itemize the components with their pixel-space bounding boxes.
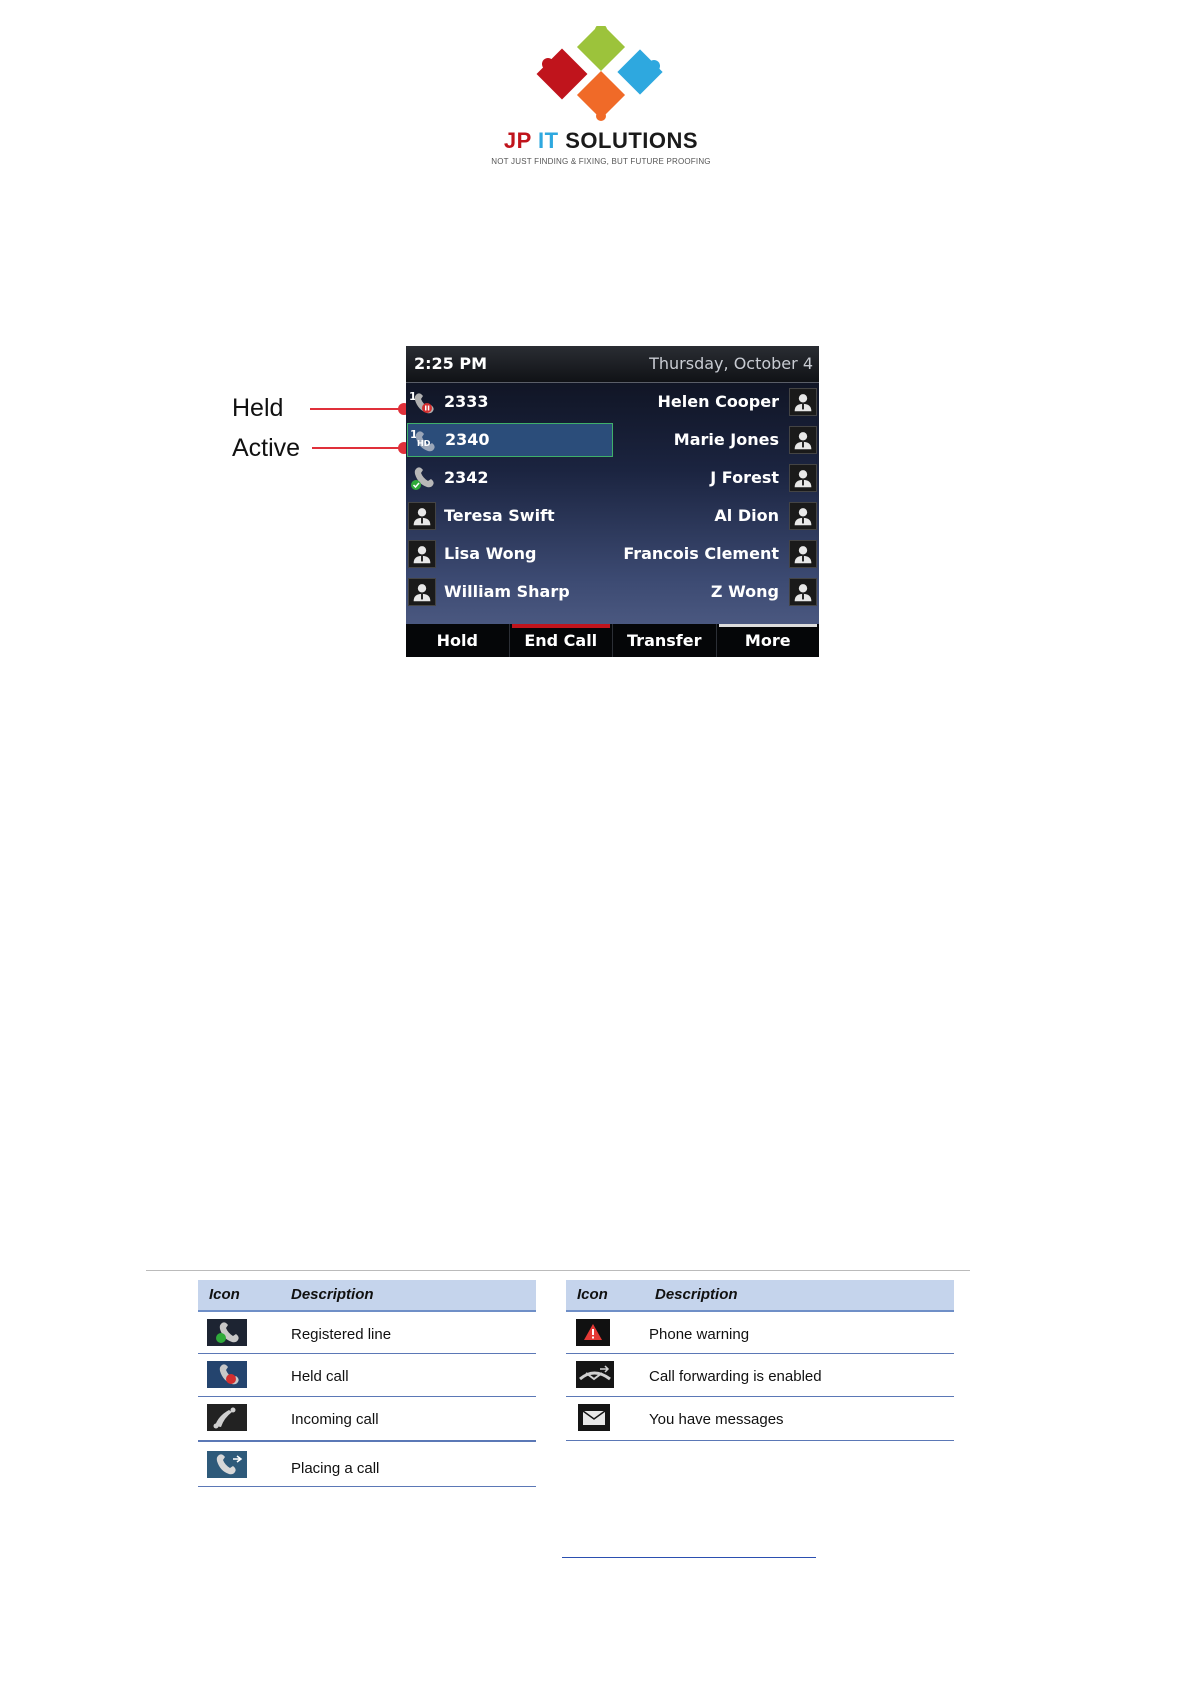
icon-table-right: Icon Description Phone warning Call forw… [566, 1280, 954, 1490]
callout-active-line [312, 447, 402, 449]
line-key-marie-jones[interactable]: Marie Jones [609, 425, 819, 455]
table-row: Held call [198, 1354, 536, 1397]
svg-text:1: 1 [409, 390, 417, 403]
held-call-icon [207, 1361, 247, 1388]
envelope-icon [578, 1404, 610, 1431]
line-key-2340[interactable]: 1 HD 2340 [407, 423, 613, 457]
contact-icon [408, 578, 436, 606]
callout-active-label: Active [232, 434, 301, 462]
line-key-helen-cooper[interactable]: Helen Cooper [609, 387, 819, 417]
incoming-call-icon [207, 1404, 247, 1431]
line-key-lisa-wong[interactable]: Lisa Wong [406, 539, 616, 569]
line-row: William Sharp Z Wong [406, 573, 819, 611]
logo-wordmark: JP IT SOLUTIONS [503, 128, 699, 153]
line-key-francois-clement[interactable]: Francois Clement [609, 539, 819, 569]
warning-icon [576, 1319, 610, 1346]
table-row: Registered line [198, 1312, 536, 1354]
callout-held-line [310, 408, 402, 410]
table-row: Incoming call [198, 1397, 536, 1442]
more-softkey[interactable]: More [717, 624, 820, 657]
table-header: Icon Description [198, 1280, 536, 1312]
contact-icon [789, 388, 817, 416]
line-key-william-sharp[interactable]: William Sharp [406, 577, 616, 607]
contact-icon [789, 578, 817, 606]
contact-icon [789, 540, 817, 568]
contact-icon [408, 502, 436, 530]
contact-icon [789, 502, 817, 530]
table-row: You have messages [566, 1397, 954, 1441]
placing-call-icon [207, 1451, 247, 1478]
line-row: Lisa Wong Francois Clement [406, 535, 819, 573]
clock-date: Thursday, October 4 [649, 354, 813, 373]
logo-tagline: NOT JUST FINDING & FIXING, BUT FUTURE PR… [491, 157, 711, 166]
call-forward-icon [576, 1361, 614, 1388]
line-key-z-wong[interactable]: Z Wong [609, 577, 819, 607]
line-key-2333[interactable]: 1 2333 [406, 387, 616, 417]
active-hd-call-icon: 1 HD [410, 428, 435, 452]
table-header: Icon Description [566, 1280, 954, 1312]
registered-line-icon [411, 467, 434, 490]
phone-screen: 2:25 PM Thursday, October 4 1 2333 Helen… [406, 346, 819, 657]
clock-time: 2:25 PM [414, 354, 488, 373]
held-call-icon: 1 [409, 390, 434, 414]
svg-text:1: 1 [410, 428, 418, 441]
line-key-j-forest[interactable]: J Forest [609, 463, 819, 493]
puzzle-logo-icon [536, 26, 663, 121]
transfer-softkey[interactable]: Transfer [613, 624, 717, 657]
callout-held-label: Held [232, 394, 284, 422]
contact-icon [789, 426, 817, 454]
status-bar: 2:25 PM Thursday, October 4 [406, 346, 819, 383]
svg-text:HD: HD [417, 439, 431, 448]
line-row: 1 2333 Helen Cooper [406, 383, 819, 421]
icon-table-left: Icon Description Registered line Held ca… [198, 1280, 536, 1490]
line-key-teresa-swift[interactable]: Teresa Swift [406, 501, 616, 531]
hyperlink-underline[interactable] [562, 1557, 816, 1558]
company-logo: JP IT SOLUTIONS NOT JUST FINDING & FIXIN… [476, 22, 726, 172]
hold-softkey[interactable]: Hold [406, 624, 510, 657]
table-row: Call forwarding is enabled [566, 1354, 954, 1397]
line-key-2342[interactable]: 2342 [406, 463, 616, 493]
end-call-softkey[interactable]: End Call [510, 624, 613, 657]
line-key-al-dion[interactable]: Al Dion [609, 501, 819, 531]
table-row: Placing a call [198, 1442, 536, 1487]
table-row: Phone warning [566, 1312, 954, 1354]
contact-icon [789, 464, 817, 492]
line-row: 1 HD 2340 Marie Jones [406, 421, 819, 459]
contact-icon [408, 540, 436, 568]
softkey-bar: Hold End Call Transfer More [406, 624, 819, 657]
line-row: 2342 J Forest [406, 459, 819, 497]
section-divider [146, 1270, 970, 1271]
registered-line-icon [207, 1319, 247, 1346]
line-row: Teresa Swift Al Dion [406, 497, 819, 535]
